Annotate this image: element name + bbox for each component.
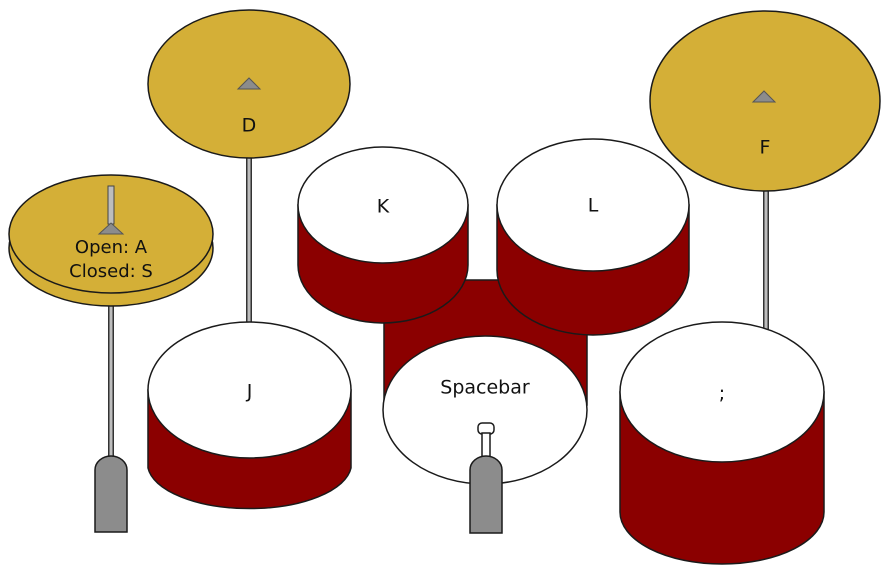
hihat-cymbal[interactable]: Open: A Closed: S bbox=[8, 174, 214, 307]
hihat-open-label: Open: A bbox=[75, 237, 148, 258]
crash-cymbal-left[interactable]: D bbox=[147, 9, 351, 159]
cymbal-bell-icon bbox=[751, 90, 777, 103]
hihat-closed-label: Closed: S bbox=[69, 261, 153, 282]
bass-drum-key-label: Spacebar bbox=[440, 377, 530, 399]
foot-pedal-icon bbox=[94, 455, 128, 533]
tom-left-drum[interactable]: K bbox=[297, 146, 469, 324]
hihat-stand-icon bbox=[97, 185, 125, 235]
tom-right-drum[interactable]: L bbox=[496, 138, 690, 336]
tom-right-key-label: L bbox=[588, 195, 599, 217]
tom-left-key-label: K bbox=[377, 196, 390, 218]
crash-right-key-label: F bbox=[760, 137, 771, 159]
snare-key-label: J bbox=[246, 381, 253, 403]
floor-tom-key-label: ; bbox=[719, 383, 725, 405]
floor-tom-drum[interactable]: ; bbox=[619, 321, 825, 565]
cymbal-bell-icon bbox=[236, 77, 262, 90]
crash-cymbal-right[interactable]: F bbox=[649, 10, 881, 192]
snare-drum[interactable]: J bbox=[147, 321, 352, 510]
kick-pedal-icon bbox=[469, 422, 503, 534]
crash-left-key-label: D bbox=[242, 115, 257, 137]
